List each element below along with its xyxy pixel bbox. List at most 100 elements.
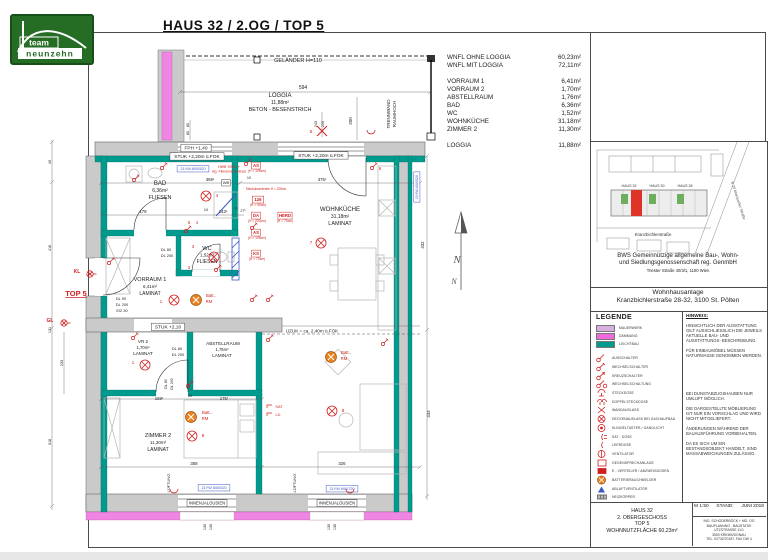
switch-icon — [266, 294, 274, 302]
plan-label: 10 — [188, 394, 192, 398]
room-name: WC — [447, 110, 458, 117]
plan-label: N — [450, 277, 457, 286]
plan-label: LAMINAT — [139, 291, 160, 297]
plan-label: Batt.. — [206, 293, 216, 298]
plan-label: GL — [47, 318, 54, 324]
plan-label: DL 80 — [164, 379, 168, 389]
plan-text: LÜFTUNG — [292, 474, 297, 493]
smoke-detector-icon — [596, 475, 609, 485]
plan-text: 5 — [188, 220, 191, 225]
plan-text: 318 — [48, 439, 52, 445]
plan-label: (H = 105cm) — [248, 169, 266, 173]
plan-text: 31,18m² — [331, 214, 350, 220]
plan-text: FLIESEN — [149, 195, 172, 201]
plan-label: KS — [253, 251, 259, 256]
title-block-scale-divider — [692, 516, 766, 517]
legend-swatch-color — [596, 324, 615, 332]
plan-label: 318 — [48, 439, 52, 445]
plan-label: BAD — [154, 181, 167, 187]
plan-text: Batt.. — [206, 293, 216, 298]
plan-label: LAMINAT — [147, 447, 168, 453]
switch-icon — [250, 222, 258, 230]
plan-text: Batt.. — [341, 350, 351, 355]
ceiling-light-icon — [139, 359, 151, 371]
plan-text: STUK +2,10 — [151, 322, 185, 331]
x-light-icon — [316, 125, 328, 137]
plan-label: 21YW-600/520 — [415, 175, 419, 199]
legend-item: GEGENSPRECHANLAGE — [596, 458, 678, 467]
legend-item-label: WECHSELSCHALTER — [612, 365, 649, 370]
plan-text: TOP 5 — [65, 289, 86, 298]
room-area: 6,41m² — [561, 78, 581, 85]
title-block-scale-row: M 1:50 STAND: JUNI 2019 — [694, 504, 764, 509]
window-contact-icon — [366, 129, 376, 135]
switch-icon — [596, 353, 609, 363]
hinweis-paragraphs: HINSICHTLICH DER AUSSTATTUNG GILT AUSSCH… — [686, 323, 762, 457]
plan-text: KL — [74, 269, 81, 275]
plan-label: 369¹ — [206, 177, 215, 182]
plan-text: 1 — [160, 299, 163, 304]
socket-icon — [596, 388, 609, 398]
legend-swatch-color — [596, 332, 615, 340]
title-block-line: WOHNNUTZFLÄCHE 60,23m² — [606, 527, 678, 534]
logo-graphic: team neunzehn — [17, 21, 87, 59]
plan-label: 6,41m² — [143, 284, 158, 289]
plan-text: N — [450, 277, 457, 286]
legend-swatch-label: MAUERWERK — [619, 326, 643, 330]
plan-label: 594 — [299, 85, 308, 91]
plan-label: RAUMHOCH — [392, 101, 397, 128]
legend-item: WECHSELSCHALTER — [596, 362, 678, 372]
plan-label: 11,88m² — [271, 100, 289, 106]
site-plan-svg: HAUS 32 HAUS 30 HAUS 28 Kranzbichlerstra… — [596, 141, 750, 255]
plan-label: STUK +2,20m ü.FOK — [298, 153, 344, 159]
plan-text: 416 — [48, 245, 52, 251]
plan-text: LAMINAT — [139, 291, 160, 297]
legend-item: DOPPELSTECKDOSE — [596, 397, 678, 406]
plan-label: LÜFTUNG — [292, 474, 297, 493]
hinweis-paragraph: BEI DUNSTABZUGSHAUBEN NUR UMLUFT MÖGLICH… — [686, 390, 753, 401]
plan-label: 7 — [310, 240, 313, 246]
plan-label: WB — [223, 180, 230, 185]
plan-text: 179 — [139, 209, 147, 214]
dimension-lines — [49, 89, 433, 510]
plan-label: 10 — [204, 208, 208, 212]
plan-label: 130 — [209, 524, 213, 530]
legend-item: KREUZSCHALTER — [596, 371, 678, 380]
plan-label: LÜFTUNG — [166, 474, 171, 493]
plan-text: DL 200 — [116, 302, 129, 307]
site-street-label: Kranzbichlerstraße — [635, 232, 672, 237]
legend-item: STECKDOSE — [596, 389, 678, 398]
plan-label: EI2 30 — [116, 308, 128, 313]
plan-label: RM — [202, 416, 209, 421]
plan-label: 375¹ — [318, 177, 327, 182]
sat-jack-icon — [266, 404, 272, 408]
company-block: BWS Gemeinnützige allgemeine Bau-, Wohn-… — [592, 253, 764, 275]
room-name: ZIMMER 2 — [447, 126, 478, 133]
room-area: 31,18m² — [557, 118, 581, 125]
plan-label: FLIESEN — [197, 259, 218, 265]
plan-label: (H = 200cm) — [248, 219, 266, 223]
plan-label: 3 — [188, 265, 191, 270]
legend-item-label: HEIZKÖRPER — [612, 495, 636, 500]
switch-icon — [107, 257, 115, 265]
plan-text: 80 — [186, 131, 190, 135]
plan-label: LD — [276, 412, 281, 417]
plan-label: TOP 5 — [65, 289, 86, 298]
plan-text: 169¹ — [155, 396, 164, 401]
site-haus-32-label: HAUS 32 — [622, 184, 637, 188]
plan-label: 1 — [132, 360, 135, 365]
plan-text: BAD — [154, 181, 167, 187]
highlighted-unit — [631, 190, 642, 216]
plan-text: GELÄNDER H=110 — [274, 57, 322, 64]
plan-label: Steckdosenleiste H = 205cm — [246, 187, 287, 191]
room-name: BAD — [447, 102, 460, 109]
stand-value: JUNI 2019 — [741, 504, 764, 509]
ceiling-light-icon — [168, 294, 180, 306]
room-area: 1,52m² — [561, 110, 581, 117]
plan-text: 1,52m² — [200, 253, 215, 258]
legend-item-label: KLINGELTASTER / GANGLICHT — [612, 425, 665, 430]
wall-light-icon — [60, 319, 71, 327]
